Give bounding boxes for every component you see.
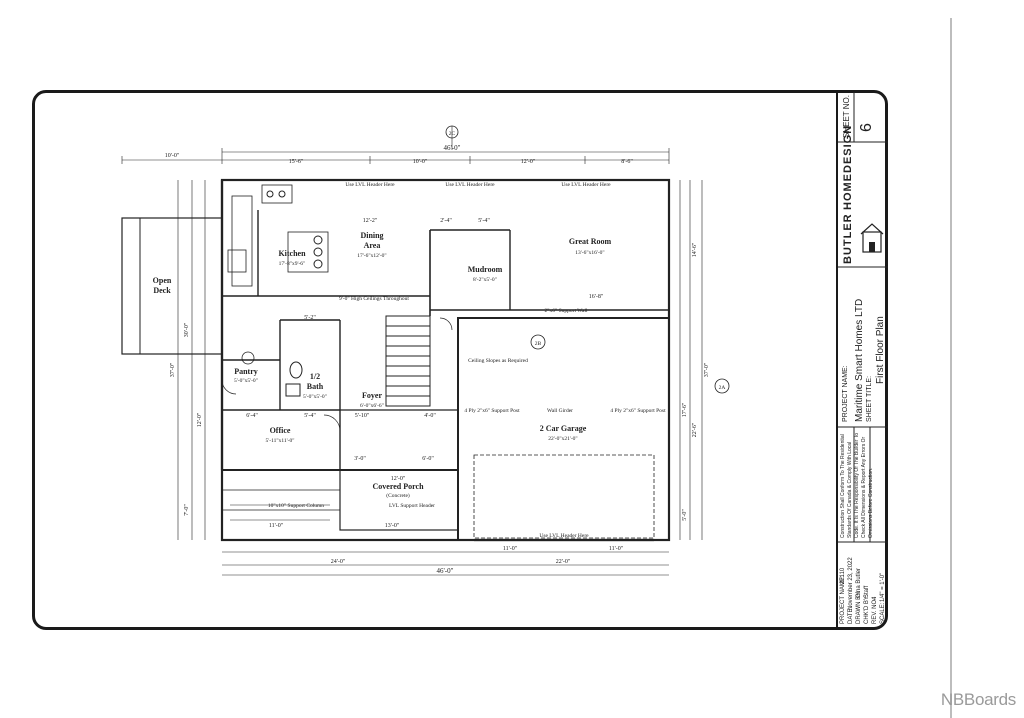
dim-left-37: 37'-0" <box>170 362 176 377</box>
checked-by-label: CHK'D BY: <box>864 594 870 624</box>
page-edge-line <box>950 18 952 718</box>
dim-int-5-10: 5'-10" <box>355 413 370 419</box>
room-kitchen-label: Kitchen <box>278 249 306 258</box>
callout-2c: 2C <box>449 131 456 137</box>
dim-top-2: 10'-0" <box>413 159 428 165</box>
watermark: NBBoards <box>940 690 1016 709</box>
room-office-size: 5'-11"x11'-0" <box>266 438 295 444</box>
dim-int-4-0: 4'-0" <box>424 413 436 419</box>
sheet-title-label: SHEET TITLE: <box>866 375 873 422</box>
dim-left-7: 7'-0" <box>184 504 190 516</box>
company-name-line1: BUTLER <box>842 213 854 264</box>
room-great-room-size: 13'-6"x16'-0" <box>575 250 604 256</box>
construction-disclaimer: Construction Shall Conform To The Reside… <box>840 432 874 538</box>
note-support-post-right: 4 Ply 2"x6" Support Post <box>610 408 666 414</box>
dim-left-30: 30'-0" <box>184 322 190 337</box>
dim-int-2-4: 2'-4" <box>440 218 452 224</box>
note-lvl-header-2: Use LVL Header Here <box>445 182 495 188</box>
dim-bottom-24: 24'-0" <box>331 559 346 565</box>
drawn-by-value: Gina Butler <box>856 567 862 598</box>
dim-int-6-0: 6'-0" <box>422 456 434 462</box>
room-porch-sub: (Concrete) <box>386 492 410 499</box>
callout-2a: 2A <box>719 385 726 391</box>
title-block: SHEET NO. 6 BUTLER HOMEDESIGN PROJECT NA… <box>836 92 888 627</box>
dim-right-14-6: 14'-6" <box>692 242 698 257</box>
rev-no-value: 4 <box>872 596 878 600</box>
room-bath-label-1: 1/2 <box>310 372 320 381</box>
open-deck-outline <box>121 217 223 355</box>
dim-int-3-0: 3'-0" <box>354 456 366 462</box>
note-support-post-left: 4 Ply 2"x6" Support Post <box>464 408 520 414</box>
dim-overall-bottom: 46'-0" <box>437 567 454 575</box>
room-mudroom-size: 8'-2"x5'-0" <box>473 277 497 283</box>
dim-right-5: 5'-0" <box>682 509 688 521</box>
dim-interior-16-8: 16'-8" <box>589 294 604 300</box>
sheet-no-value: 6 <box>858 123 875 132</box>
company-name-line2: HOMEDESIGN <box>842 124 854 210</box>
dim-bottom-11a: 11'-0" <box>503 546 518 552</box>
room-dining-label-2: Area <box>364 241 381 250</box>
room-garage-label: 2 Car Garage <box>540 424 587 433</box>
dim-top-deck: 10'-0" <box>165 153 180 159</box>
note-support-wall: 2"x6" Support Wall <box>544 308 588 314</box>
date-value: November 23, 2022 <box>848 557 854 610</box>
scale-value: 1/4" = 1'-0" <box>880 572 886 602</box>
room-office-label: Office <box>270 426 291 435</box>
room-foyer-label: Foyer <box>362 391 382 400</box>
dim-right-37: 37'-0" <box>704 362 710 377</box>
room-deck-label-2: Deck <box>153 286 171 295</box>
dim-top-4: 8'-6" <box>621 159 633 165</box>
dim-top-1: 15'-6" <box>289 159 304 165</box>
rev-no-label: REV. NO.: <box>872 596 878 624</box>
room-dining-label-1: Dining <box>360 231 383 240</box>
note-lvl-support: LVL Support Header <box>389 503 435 509</box>
dim-right-17-6: 17'-6" <box>682 402 688 417</box>
dim-bottom-11-porch: 11'-0" <box>269 523 284 529</box>
note-wall-girder: Wall Girder <box>547 408 573 414</box>
room-deck-label-1: Open <box>153 276 172 285</box>
dim-int-5-2: 5'-2" <box>304 315 316 321</box>
dim-left-12: 12'-0" <box>197 412 203 427</box>
note-ceilings: 9'-0" High Ceilings Throughout <box>339 296 409 302</box>
dim-bottom-11b: 11'-0" <box>609 546 624 552</box>
note-lvl-header-garage: Use LVL Header Here <box>539 533 589 539</box>
callout-2b: 2B <box>535 341 542 347</box>
room-kitchen-size: 17'-8"x9'-6" <box>279 261 306 267</box>
room-mudroom-label: Mudroom <box>468 265 503 274</box>
room-bath-size: 5'-0"x5'-0" <box>303 394 327 400</box>
room-garage-size: 22'-0"x21'-0" <box>548 436 577 442</box>
room-dining-size: 17'-6"x12'-0" <box>357 253 386 259</box>
exterior-walls <box>220 178 671 542</box>
scale-label: SCALE: <box>880 602 886 624</box>
note-ceiling-slope: Ceiling Slopes as Required <box>468 358 528 364</box>
dim-right-22-6: 22'-6" <box>692 422 698 437</box>
sheet-title-value: First Floor Plan <box>875 316 886 384</box>
project-no-value: 22110 <box>840 567 846 584</box>
dim-int-12-2: 12'-2" <box>363 218 378 224</box>
room-great-room-label: Great Room <box>569 237 612 246</box>
dim-int-5-4: 5'-4" <box>478 218 490 224</box>
room-pantry-size: 5'-0"x5'-0" <box>234 378 258 384</box>
room-porch-label: Covered Porch <box>372 482 424 491</box>
dim-bottom-12: 12'-0" <box>391 476 406 482</box>
dim-top-3: 12'-0" <box>521 159 536 165</box>
note-lvl-header-1: Use LVL Header Here <box>345 182 395 188</box>
dim-int-6-4: 6'-4" <box>246 413 258 419</box>
room-foyer-size: 6'-0"x6'-6" <box>360 403 384 409</box>
room-pantry-label: Pantry <box>234 367 258 376</box>
house-logo-icon <box>860 223 884 253</box>
room-bath-label-2: Bath <box>307 382 324 391</box>
note-lvl-header-3: Use LVL Header Here <box>561 182 611 188</box>
dim-bottom-22: 22'-0" <box>556 559 571 565</box>
project-name-label: PROJECT NAME: <box>842 365 849 422</box>
dim-overall-top: 46'-0" <box>444 144 461 152</box>
project-name-value: Maritime Smart Homes LTD <box>854 298 865 422</box>
title-block-grid <box>838 92 888 543</box>
note-support-column: 10"x10" Support Column <box>268 503 324 509</box>
checked-by-value: Staff <box>864 585 870 598</box>
dim-bottom-13: 13'-0" <box>385 523 400 529</box>
dim-int-5-4b: 5'-4" <box>304 413 316 419</box>
